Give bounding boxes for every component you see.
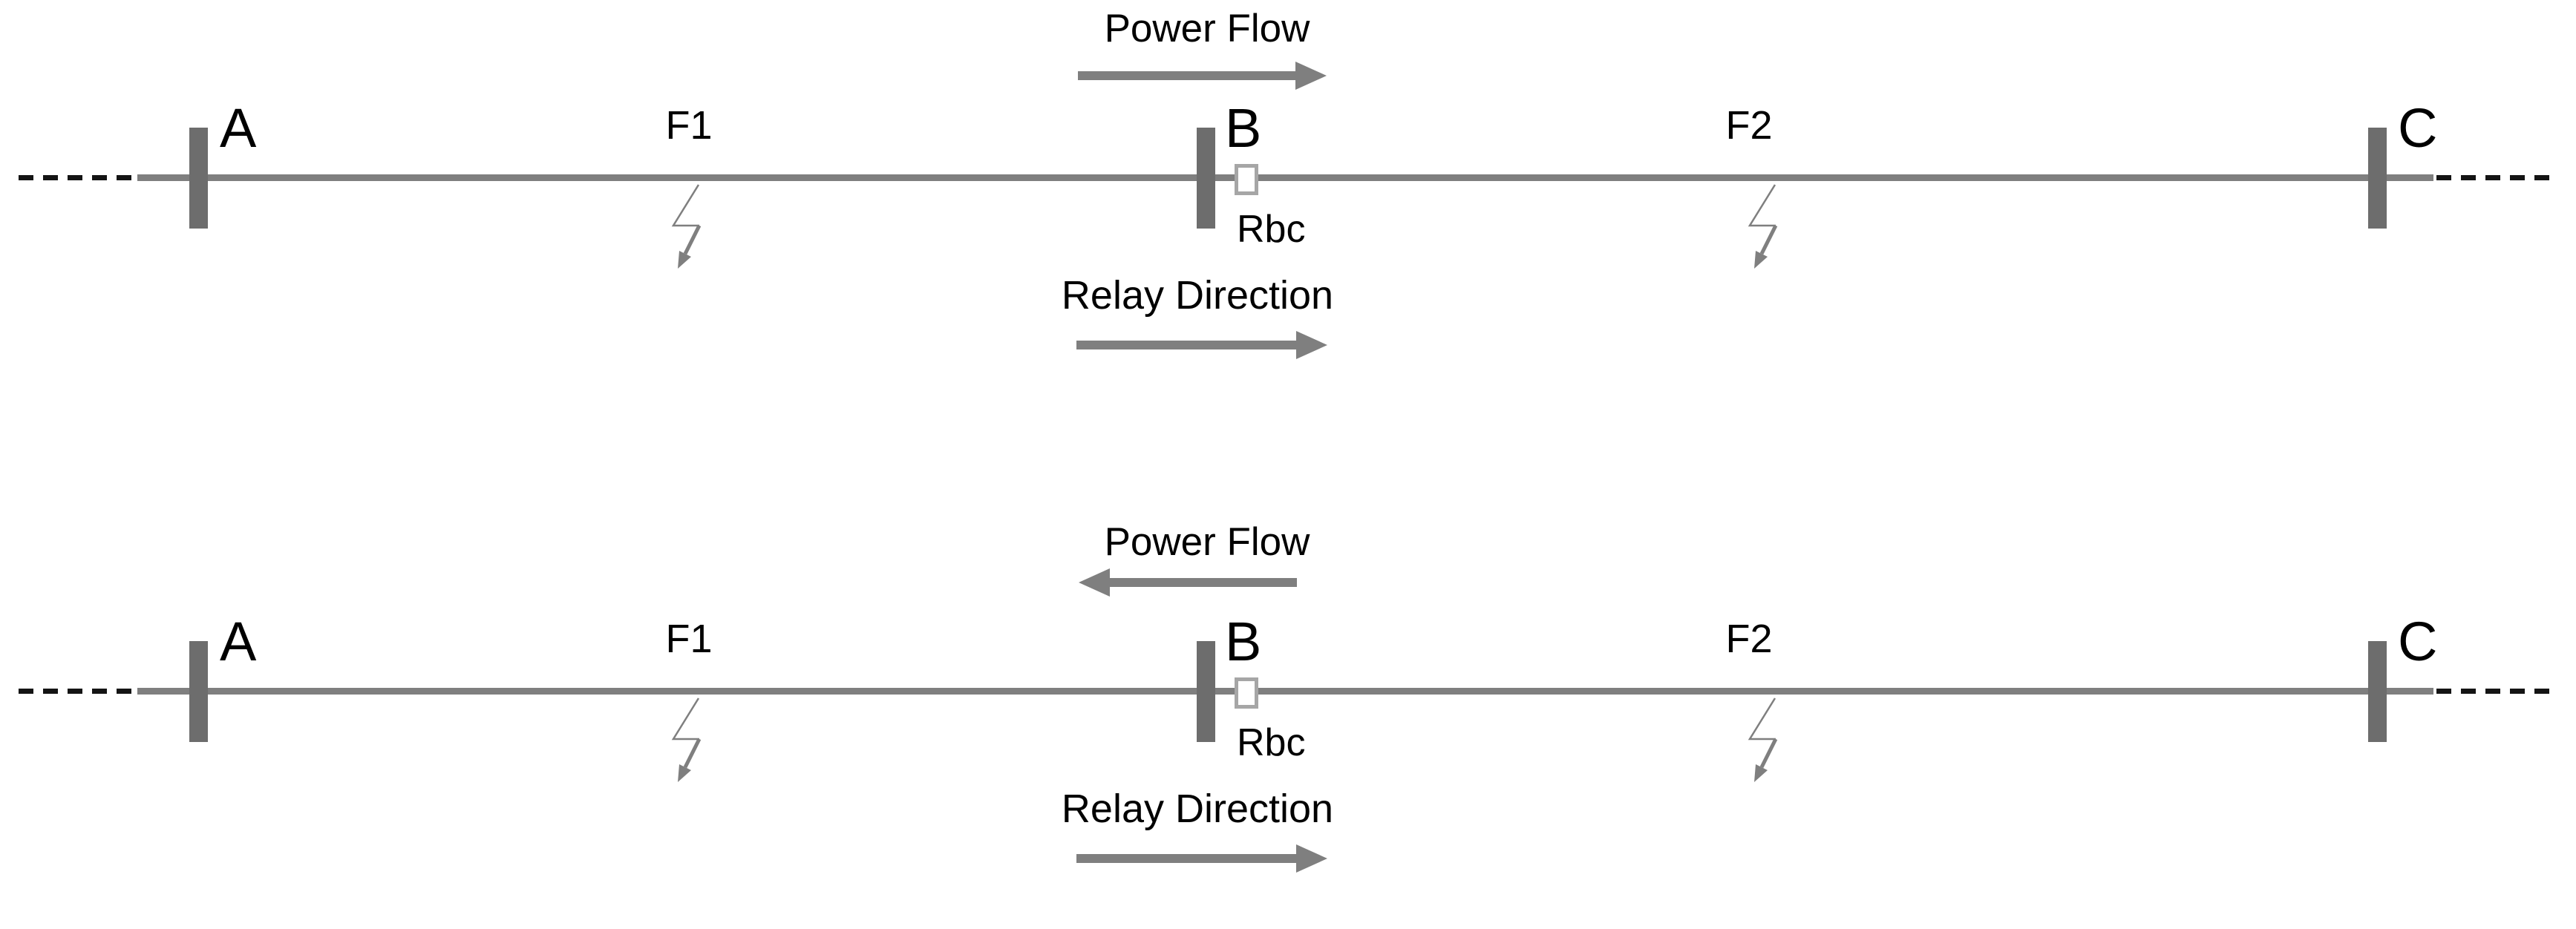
transmission-line (137, 174, 2433, 181)
relay-box (1235, 677, 1258, 709)
dashed-line-right (2436, 689, 2552, 694)
fault-label-f1: F1 (665, 103, 713, 148)
bus-label-a: A (220, 611, 257, 672)
bus-bar-b (1197, 128, 1215, 229)
dashed-line-left (19, 175, 137, 180)
dashed-line-left (19, 689, 137, 694)
bus-bar-c (2368, 641, 2387, 742)
power-flow-label: Power Flow (1104, 7, 1310, 50)
relay-direction-label: Relay Direction (1061, 273, 1334, 318)
fault-label-f2: F2 (1725, 617, 1773, 661)
bus-bar-b (1197, 641, 1215, 742)
power-flow-label: Power Flow (1104, 520, 1310, 564)
fault-lightning-arrow-f1-icon (669, 696, 703, 791)
fault-label-f1: F1 (665, 617, 713, 661)
dashed-line-right (2436, 175, 2552, 180)
relay-direction-arrow-right-icon (1076, 329, 1327, 361)
diagram-power-flow-forward: Power Flow A F1 B Rbc F2 C Relay Directi… (0, 0, 2576, 416)
relay-label: Rbc (1237, 208, 1306, 251)
relay-box (1235, 164, 1258, 195)
fault-label-f2: F2 (1725, 103, 1773, 148)
fault-lightning-arrow-f1-icon (669, 183, 703, 278)
bus-bar-a (189, 128, 208, 229)
relay-direction-arrow-right-icon (1076, 842, 1327, 875)
bus-label-a: A (220, 97, 257, 159)
diagram-power-flow-reversed: Power Flow A F1 B Rbc F2 C Relay Directi… (0, 513, 2576, 929)
power-flow-arrow-right-icon (1078, 59, 1327, 92)
fault-lightning-arrow-f2-icon (1745, 183, 1779, 278)
relay-direction-label: Relay Direction (1061, 787, 1334, 831)
relay-label: Rbc (1237, 721, 1306, 764)
bus-label-b: B (1225, 97, 1262, 159)
bus-label-b: B (1225, 611, 1262, 672)
bus-bar-c (2368, 128, 2387, 229)
power-flow-arrow-left-icon (1079, 566, 1297, 599)
transmission-line (137, 688, 2433, 695)
fault-lightning-arrow-f2-icon (1745, 696, 1779, 791)
bus-label-c: C (2398, 611, 2438, 672)
bus-label-c: C (2398, 97, 2438, 159)
bus-bar-a (189, 641, 208, 742)
